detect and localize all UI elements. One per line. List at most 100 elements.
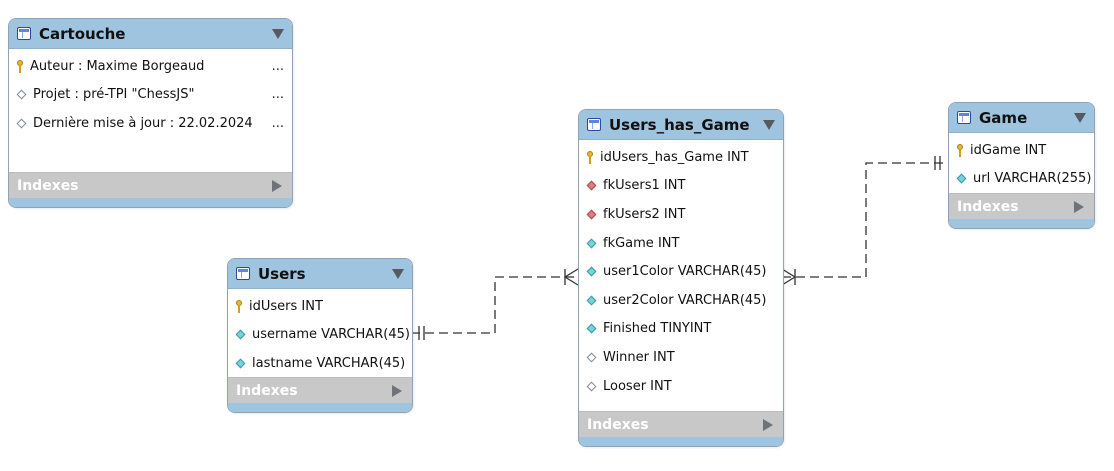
column-label: lastname VARCHAR(45) [252, 355, 406, 371]
footer-strip [9, 198, 292, 207]
table-columns: idUsers INT username VARCHAR(45) lastnam… [228, 289, 412, 378]
table-title: Cartouche [39, 24, 126, 43]
column-diamond-icon [16, 118, 27, 129]
column-label: fkUsers1 INT [603, 178, 686, 194]
table-icon [957, 111, 971, 124]
column-diamond-icon [16, 89, 27, 100]
indexes-section[interactable]: Indexes [9, 172, 292, 198]
table-footer: Indexes [949, 193, 1094, 228]
column-row[interactable]: username VARCHAR(45) [228, 321, 412, 350]
many-marker-game-crowfoot [781, 268, 797, 286]
column-label: Finished TINYINT [603, 321, 712, 337]
indexes-label: Indexes [587, 416, 649, 433]
column-diamond-icon [586, 266, 597, 277]
table-title: Game [979, 108, 1028, 127]
table-users-has-game[interactable]: Users_has_Game idUsers_has_Game INT fkUs… [578, 109, 784, 447]
expand-arrow-icon[interactable] [392, 384, 402, 397]
column-diamond-icon [586, 238, 597, 249]
column-row[interactable]: Projet : pré-TPI "ChessJS" ... [9, 81, 292, 110]
connector-line-game [782, 162, 949, 278]
column-label: username VARCHAR(45) [252, 327, 410, 343]
many-marker-users-crowfoot [563, 268, 579, 286]
column-row[interactable]: Dernière mise à jour : 22.02.2024 ... [9, 109, 292, 138]
table-header[interactable]: Game [949, 103, 1094, 133]
expand-arrow-icon[interactable] [272, 179, 282, 192]
indexes-section[interactable]: Indexes [579, 411, 783, 437]
column-label: Looser INT [603, 378, 672, 394]
column-diamond-icon [586, 295, 597, 306]
connector-line-users [411, 276, 578, 334]
column-label: fkUsers2 INT [603, 206, 686, 222]
column-row[interactable]: Winner INT [579, 343, 783, 372]
table-title: Users [258, 264, 306, 283]
column-row[interactable]: idUsers_has_Game INT [579, 143, 783, 172]
primary-key-icon [16, 59, 24, 73]
table-columns: Auteur : Maxime Borgeaud ... Projet : pr… [9, 49, 292, 138]
column-label: user1Color VARCHAR(45) [603, 264, 767, 280]
footer-strip [949, 219, 1094, 228]
table-footer: Indexes [9, 172, 292, 207]
expand-arrow-icon[interactable] [763, 418, 773, 431]
footer-strip [579, 437, 783, 446]
collapse-arrow-icon[interactable] [763, 119, 775, 130]
foreign-key-diamond-icon [586, 180, 597, 191]
indexes-label: Indexes [17, 177, 79, 194]
table-header[interactable]: Cartouche [9, 19, 292, 49]
column-row[interactable]: lastname VARCHAR(45) [228, 349, 412, 378]
column-row[interactable]: idGame INT [949, 136, 1094, 165]
column-row[interactable]: fkUsers2 INT [579, 200, 783, 229]
collapse-arrow-icon[interactable] [1074, 112, 1086, 123]
indexes-label: Indexes [236, 382, 298, 399]
primary-key-icon [586, 150, 594, 164]
column-label: Projet : pré-TPI "ChessJS" [33, 87, 195, 103]
table-icon [587, 118, 601, 131]
column-label: user2Color VARCHAR(45) [603, 292, 767, 308]
expand-arrow-icon[interactable] [1074, 200, 1084, 213]
table-icon [17, 27, 31, 40]
table-header[interactable]: Users [228, 259, 412, 289]
table-icon [236, 267, 250, 280]
table-columns: idGame INT url VARCHAR(255) [949, 133, 1094, 193]
column-row[interactable]: user1Color VARCHAR(45) [579, 257, 783, 286]
column-label: idUsers INT [249, 298, 323, 314]
collapse-arrow-icon[interactable] [392, 268, 404, 279]
column-label: idUsers_has_Game INT [600, 149, 749, 165]
column-label: Dernière mise à jour : 22.02.2024 [33, 115, 253, 131]
relationship-users-users-has-game [411, 268, 579, 340]
indexes-section[interactable]: Indexes [949, 193, 1094, 219]
column-row[interactable]: url VARCHAR(255) [949, 165, 1094, 194]
table-cartouche[interactable]: Cartouche Auteur : Maxime Borgeaud ... P… [8, 18, 293, 208]
column-label: url VARCHAR(255) [973, 171, 1092, 187]
column-diamond-icon [956, 173, 967, 184]
column-diamond-icon [586, 381, 597, 391]
more-indicator: ... [271, 115, 284, 131]
column-row[interactable]: user2Color VARCHAR(45) [579, 286, 783, 315]
relationship-game-users-has-game [781, 156, 949, 286]
column-row[interactable]: idUsers INT [228, 292, 412, 321]
foreign-key-diamond-icon [586, 209, 597, 220]
column-row[interactable]: fkUsers1 INT [579, 172, 783, 201]
column-label: fkGame INT [603, 235, 680, 251]
table-columns: idUsers_has_Game INT fkUsers1 INT fkUser… [579, 140, 783, 400]
table-users[interactable]: Users idUsers INT username VARCHAR(45) l… [227, 258, 413, 413]
indexes-section[interactable]: Indexes [228, 377, 412, 403]
column-row[interactable]: Auteur : Maxime Borgeaud ... [9, 52, 292, 81]
primary-key-icon [235, 299, 243, 313]
column-row[interactable]: Looser INT [579, 372, 783, 401]
column-diamond-icon [586, 352, 597, 363]
more-indicator: ... [271, 87, 284, 103]
table-title: Users_has_Game [609, 115, 750, 134]
primary-key-icon [956, 143, 964, 157]
collapse-arrow-icon[interactable] [272, 28, 284, 39]
table-game[interactable]: Game idGame INT url VARCHAR(255) Indexes [948, 102, 1095, 229]
column-row[interactable]: fkGame INT [579, 229, 783, 258]
column-diamond-icon [235, 329, 246, 340]
column-row[interactable]: Finished TINYINT [579, 315, 783, 344]
table-header[interactable]: Users_has_Game [579, 110, 783, 140]
column-diamond-icon [586, 323, 597, 334]
column-label: Auteur : Maxime Borgeaud [30, 58, 205, 74]
column-label: Winner INT [603, 349, 675, 365]
table-footer: Indexes [228, 377, 412, 412]
